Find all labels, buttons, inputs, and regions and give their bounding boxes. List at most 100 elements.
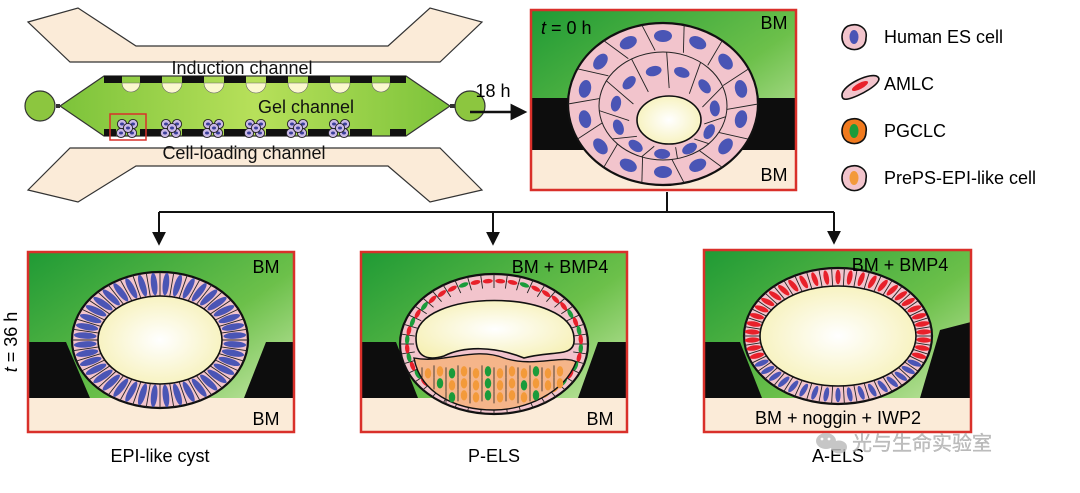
- panel1-bottom-label: BM: [253, 409, 280, 429]
- nucleus: [911, 352, 927, 359]
- amlc-icon: [841, 74, 880, 101]
- nucleus: [744, 337, 760, 343]
- nucleus: [207, 369, 227, 384]
- nucleus: [857, 272, 865, 287]
- wechat-icon: [816, 433, 847, 454]
- caption-epi-like-cyst: EPI-like cyst: [110, 446, 209, 466]
- nucleus: [811, 385, 819, 400]
- nucleus: [182, 381, 195, 402]
- arrow-18h-label: 18 h: [475, 81, 510, 101]
- nucleus: [788, 279, 799, 292]
- panel1-top-label: BM: [253, 257, 280, 277]
- nucleus: [113, 283, 129, 302]
- nucleus: [749, 352, 765, 359]
- nucleus: [218, 313, 241, 324]
- nucleus: [877, 380, 888, 393]
- nucleus: [799, 275, 809, 289]
- nucleus: [907, 359, 922, 367]
- nucleus: [221, 323, 245, 331]
- nucleus: [823, 387, 830, 402]
- top-posts: [104, 76, 406, 83]
- caption-p-els: P-ELS: [468, 446, 520, 466]
- nucleus: [916, 337, 932, 343]
- nucleus: [223, 341, 247, 348]
- nucleus: [768, 291, 782, 301]
- nucleus: [191, 283, 207, 302]
- nucleus: [93, 369, 113, 384]
- legend-label: PGCLC: [884, 121, 946, 141]
- nucleus: [218, 356, 241, 367]
- nucleus: [914, 345, 930, 351]
- nucleus: [877, 279, 888, 292]
- cell-cluster: [115, 118, 139, 139]
- nucleus: [761, 297, 775, 307]
- nucleus: [744, 329, 760, 335]
- time-label-0h: t = 0 h: [541, 18, 592, 38]
- nucleus: [182, 278, 195, 299]
- nucleus: [886, 285, 898, 296]
- nucleus: [85, 363, 107, 375]
- nucleus: [150, 384, 158, 408]
- panel-p-els: BM + BMP4 BM: [359, 250, 629, 434]
- nucleus: [911, 313, 927, 320]
- nucleus: [125, 278, 138, 299]
- caption-a-els: A-ELS: [812, 446, 864, 466]
- nucleus: [835, 387, 841, 403]
- nucleus: [73, 332, 97, 339]
- nucleus: [916, 329, 932, 335]
- cell-cluster: [159, 118, 183, 139]
- nucleus: [788, 380, 799, 393]
- nucleus: [75, 349, 99, 357]
- nucleus: [150, 272, 158, 296]
- nucleus: [137, 383, 148, 406]
- lumen: [97, 295, 223, 385]
- top-panel-bm-top: BM: [761, 13, 788, 33]
- nucleus: [221, 349, 245, 357]
- nucleus: [162, 272, 170, 296]
- nucleus: [200, 289, 218, 306]
- pgclc-icon: [841, 117, 868, 145]
- watermark-text: 光与生命实验室: [852, 432, 992, 455]
- nucleus: [93, 296, 113, 311]
- lumen: [759, 285, 917, 387]
- nucleus: [172, 274, 183, 297]
- nucleus: [102, 289, 120, 306]
- nucleus: [200, 374, 218, 391]
- top-panel-bm-bottom: BM: [761, 165, 788, 185]
- nucleus: [162, 384, 170, 408]
- panel2-top-label: BM + BMP4: [512, 257, 609, 277]
- left-port: [24, 90, 56, 122]
- right-port: [454, 90, 486, 122]
- panel2-bottom-label: BM: [587, 409, 614, 429]
- nucleus: [754, 359, 769, 367]
- nucleus: [137, 274, 148, 297]
- nucleus: [125, 381, 138, 402]
- cell-loading-channel-label: Cell-loading channel: [162, 143, 325, 163]
- lumen: [415, 299, 575, 359]
- cells: [72, 272, 248, 408]
- cell-cluster: [327, 118, 351, 139]
- cell-cluster: [285, 118, 309, 139]
- cell-cluster: [201, 118, 225, 139]
- nucleus: [746, 345, 762, 351]
- nucleus: [894, 291, 908, 301]
- preps-epi-icon: [841, 164, 868, 192]
- nucleus: [867, 275, 877, 289]
- nucleus: [823, 270, 830, 285]
- nucleus: [79, 356, 102, 367]
- nucleus: [102, 374, 120, 391]
- nucleus: [207, 296, 227, 311]
- nucleus: [914, 321, 930, 327]
- legend-label: AMLC: [884, 74, 934, 94]
- panel-a-els: BM + BMP4 BM + noggin + IWP2: [702, 248, 973, 434]
- induction-channel: [26, 7, 484, 63]
- nucleus: [894, 371, 908, 381]
- nucleus: [867, 383, 877, 397]
- nucleus: [857, 385, 865, 400]
- panel3-top-label: BM + BMP4: [852, 255, 949, 275]
- nucleus: [172, 383, 183, 406]
- nucleus: [191, 378, 207, 397]
- nucleus: [73, 341, 97, 348]
